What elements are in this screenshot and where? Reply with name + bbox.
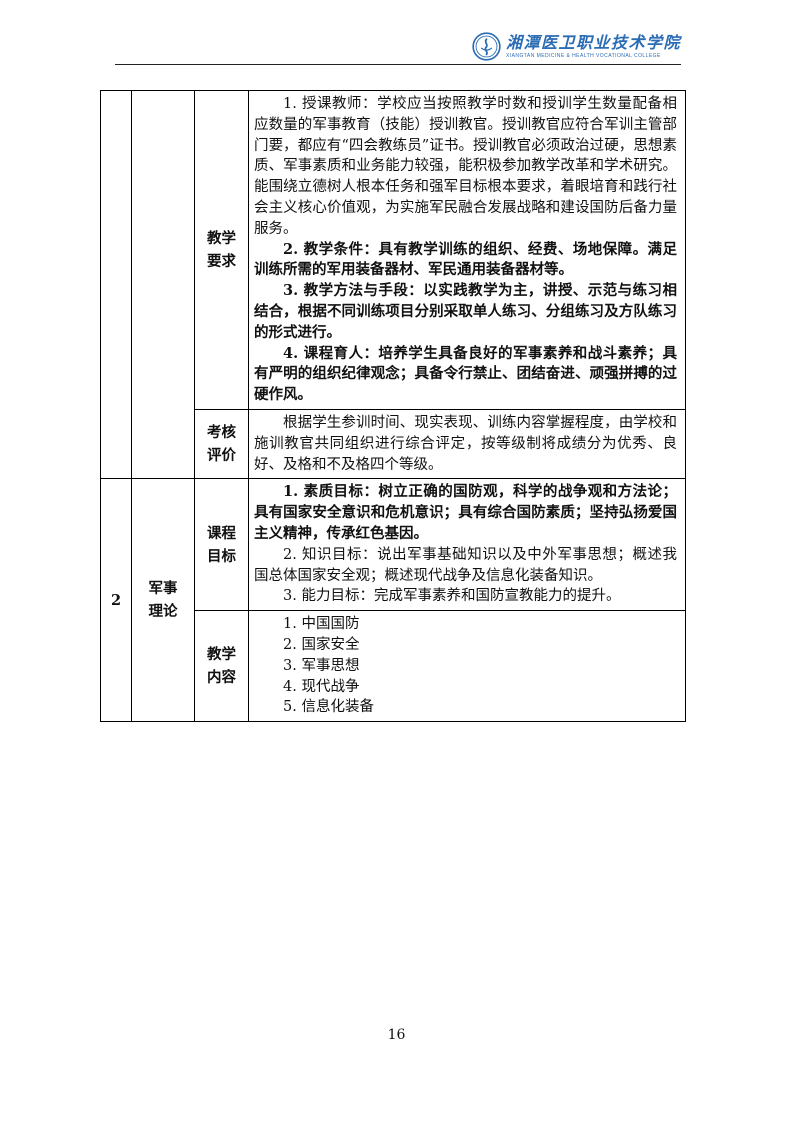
paragraph: 1. 中国国防 [283, 616, 360, 633]
table-row-teaching-requirements: 教学 要求 1. 授课教师：学校应当按照教学时数和授训学生数量配备相应数量的军事… [100, 89, 686, 480]
course-name-cell: 军事 理论 [131, 478, 195, 723]
paragraph: 5. 信息化装备 [283, 699, 374, 716]
objectives-content: 1. 素质目标：树立正确的国防观，科学的战争观和方法论；具有国家安全意识和危机意… [248, 478, 686, 612]
objectives-label: 课程 目标 [194, 478, 249, 612]
paragraph: 3. 军事思想 [283, 657, 360, 674]
paragraph: 1. 授课教师：学校应当按照教学时数和授训学生数量配备相应数量的军事教育（技能）… [254, 96, 677, 237]
row-index-cell-empty [100, 89, 132, 480]
assessment-label: 考核 评价 [194, 408, 249, 480]
paragraph: 2. 知识目标：说出军事基础知识以及中外军事思想；概述我国总体国家安全观；概述现… [254, 546, 677, 584]
paragraph: 4. 课程育人：培养学生具备良好的军事素养和战斗素养；具有严明的组织纪律观念；具… [254, 344, 677, 404]
college-logo-text: 湘潭医卫职业技术学院 XIANGTAN MEDICINE & HEALTH VO… [506, 34, 681, 59]
teaching-requirements-label: 教学 要求 [194, 90, 249, 410]
course-syllabus-table: 教学 要求 1. 授课教师：学校应当按照教学时数和授训学生数量配备相应数量的军事… [100, 89, 686, 723]
college-emblem-icon [472, 32, 501, 61]
paragraph: 2. 国家安全 [283, 636, 360, 653]
page-number: 16 [387, 1027, 406, 1043]
college-name-en: XIANGTAN MEDICINE & HEALTH VOCATIONAL CO… [505, 52, 661, 59]
teaching-requirements-content: 1. 授课教师：学校应当按照教学时数和授训学生数量配备相应数量的军事教育（技能）… [248, 90, 686, 410]
table-row-content: 教学 内容 1. 中国国防 2. 国家安全 3. 军事思想 4. 现代战争 5. 信息化… [101, 610, 686, 723]
paragraph: 根据学生参训时间、现实表现、训练内容掌握程度，由学校和施训教官共同组织进行综合评… [254, 414, 677, 473]
table-row-objectives: 2 军事 理论 课程 目标 1. 素质目标：树立正确的国防观，科学的战争观和方法… [100, 478, 686, 723]
row-index-cell: 2 [100, 478, 132, 723]
paragraph: 4. 现代战争 [283, 678, 360, 695]
college-name-zh: 湘潭医卫职业技术学院 [505, 33, 681, 53]
table-row-assessment: 考核 评价 根据学生参训时间、现实表现、训练内容掌握程度，由学校和施训教官共同组… [101, 408, 686, 480]
teaching-content-content: 1. 中国国防 2. 国家安全 3. 军事思想 4. 现代战争 5. 信息化装备 [248, 610, 686, 723]
paragraph: 2. 教学条件：具有教学训练的组织、经费、场地保障。满足训练所需的军用装备器材、… [254, 240, 677, 279]
paragraph: 3. 能力目标：完成军事素养和国防宣教能力的提升。 [283, 588, 621, 605]
paragraph: 3. 教学方法与手段：以实践教学为主，讲授、示范与练习相结合，根据不同训练项目分… [254, 282, 677, 341]
header-divider [115, 64, 681, 65]
college-logo: 湘潭医卫职业技术学院 XIANGTAN MEDICINE & HEALTH VO… [472, 32, 681, 61]
course-name-cell-empty [131, 89, 195, 480]
assessment-content: 根据学生参训时间、现实表现、训练内容掌握程度，由学校和施训教官共同组织进行综合评… [248, 408, 686, 480]
teaching-content-label: 教学 内容 [194, 610, 249, 723]
paragraph: 1. 素质目标：树立正确的国防观，科学的战争观和方法论；具有国家安全意识和危机意… [254, 483, 677, 542]
